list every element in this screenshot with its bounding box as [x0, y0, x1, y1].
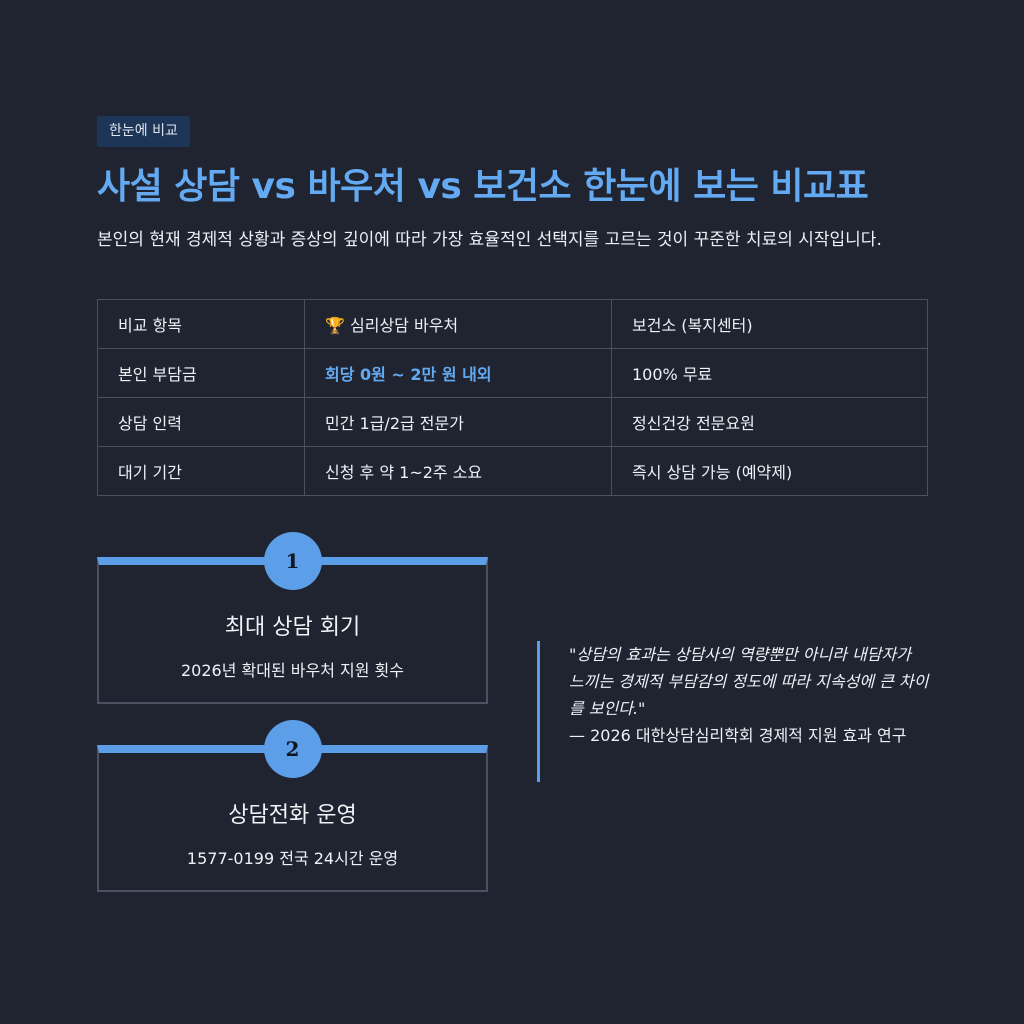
card-title: 최대 상담 회기	[224, 615, 361, 640]
table-cell: 100% 무료	[611, 348, 928, 398]
card-description: 1577-0199 전국 24시간 운영	[186, 849, 399, 868]
section-badge: 한눈에 비교	[97, 116, 190, 147]
table-row: 상담 인력 민간 1급/2급 전문가 정신건강 전문요원	[97, 397, 928, 447]
table-cell-highlight: 회당 0원 ~ 2만 원 내외	[304, 348, 612, 398]
intro-text: 본인의 현재 경제적 상황과 증상의 깊이에 따라 가장 효율적인 선택지를 고…	[97, 230, 882, 250]
table-row: 대기 기간 신청 후 약 1~2주 소요 즉시 상담 가능 (예약제)	[97, 446, 928, 496]
comparison-table: 비교 항목 🏆 심리상담 바우처 보건소 (복지센터) 본인 부담금 회당 0원…	[97, 299, 928, 496]
table-cell: 본인 부담금	[97, 348, 305, 398]
quote-block: "상담의 효과는 상담사의 역량뿐만 아니라 내담자가 느끼는 경제적 부담감의…	[537, 641, 929, 782]
quote-text: "상담의 효과는 상담사의 역량뿐만 아니라 내담자가 느끼는 경제적 부담감의…	[569, 645, 929, 718]
card-description: 2026년 확대된 바우처 지원 횟수	[181, 661, 404, 680]
table-cell: 즉시 상담 가능 (예약제)	[611, 446, 928, 496]
table-row: 본인 부담금 회당 0원 ~ 2만 원 내외 100% 무료	[97, 348, 928, 398]
page-title: 사설 상담 vs 바우처 vs 보건소 한눈에 보는 비교표	[97, 166, 869, 207]
table-cell: 상담 인력	[97, 397, 305, 447]
table-cell: 민간 1급/2급 전문가	[304, 397, 612, 447]
step-number-badge: 1	[263, 532, 322, 590]
table-header-cell: 🏆 심리상담 바우처	[304, 299, 612, 349]
quote-source: — 2026 대한상담심리학회 경제적 지원 효과 연구	[569, 726, 907, 745]
table-header-row: 비교 항목 🏆 심리상담 바우처 보건소 (복지센터)	[97, 299, 928, 349]
card-title: 상담전화 운영	[228, 803, 357, 828]
table-cell: 신청 후 약 1~2주 소요	[304, 446, 612, 496]
step-number-badge: 2	[263, 720, 322, 778]
table-header-cell: 보건소 (복지센터)	[611, 299, 928, 349]
stat-card: 1 최대 상담 회기 2026년 확대된 바우처 지원 횟수	[97, 532, 488, 704]
stat-card: 2 상담전화 운영 1577-0199 전국 24시간 운영	[97, 720, 488, 892]
table-header-cell: 비교 항목	[97, 299, 305, 349]
table-cell: 대기 기간	[97, 446, 305, 496]
table-cell: 정신건강 전문요원	[611, 397, 928, 447]
